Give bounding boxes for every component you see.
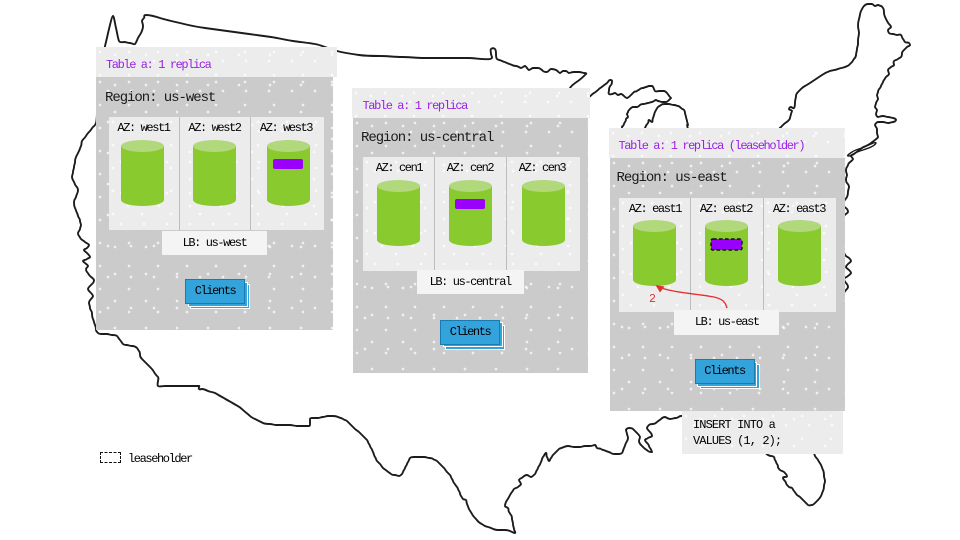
svg-text:2: 2	[649, 293, 656, 306]
